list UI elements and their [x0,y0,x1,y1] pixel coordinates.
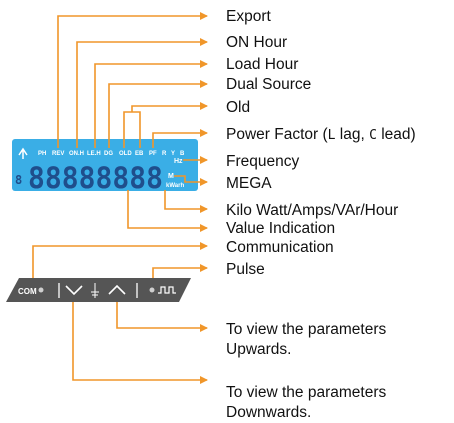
com-label: COM [18,287,37,296]
lcd-indicator-eb: EB [135,151,144,157]
lcd-sign-digit: 8 [15,173,22,187]
label-dual-source: Dual Source [226,76,311,93]
up-button[interactable] [108,284,126,295]
pulse-wave-icon [158,286,176,294]
lcd-indicator-ph: PH [38,151,46,157]
label-upwards-line1: To view the parameters [226,321,386,338]
lcd-hz-unit: Hz [174,158,183,165]
pf-lead: lead) [377,126,416,143]
keypad-panel [6,278,191,302]
label-upwards-line2: Upwards. [226,341,291,358]
chevron-up-icon [108,284,126,295]
lcd-kwarh-unit: kWarh [166,183,184,189]
label-frequency: Frequency [226,153,299,170]
pf-lag: lag, [335,126,369,143]
pf-prefix: Power Factor ( [226,126,328,143]
label-kilo: Kilo Watt/Amps/VAr/Hour [226,202,398,219]
com-led-icon [38,287,44,293]
lcd-indicator-rev: REV [52,151,64,157]
lcd-indicator-dg: DG [104,151,113,157]
lcd-indicator-r: R [162,151,167,157]
label-downwards-line1: To view the parameters [226,384,386,401]
label-load-hour: Load Hour [226,56,298,73]
lcd-digits: 88888888 [28,161,163,195]
down-button[interactable] [65,285,83,296]
lcd-indicator-y: Y [171,151,175,157]
pf-lead-glyph: C [369,128,377,143]
chevron-down-icon [65,285,83,296]
lcd-mega-unit: M [168,173,174,180]
lcd-display [12,139,198,191]
lcd-indicator-old: OLD [119,151,132,157]
label-old: Old [226,99,250,116]
lcd-indicator-onh: ON.H [69,151,84,157]
lcd-indicator-b: B [180,151,185,157]
lcd-indicator-leh: LE.H [87,151,101,157]
lcd-indicator-pf: PF [149,151,157,157]
label-value-indication: Value Indication [226,220,335,237]
pulse-led-icon [149,287,155,293]
pf-lag-glyph: L [328,128,336,143]
label-power-factor: Power Factor (L lag, C lead) [226,126,416,143]
label-communication: Communication [226,239,334,256]
label-export: Export [226,8,271,25]
label-mega: MEGA [226,175,272,192]
label-downwards-line2: Downwards. [226,404,311,421]
label-pulse: Pulse [226,261,265,278]
label-on-hour: ON Hour [226,34,287,51]
leader-lines [32,12,208,384]
keypad-separator-icon [91,283,99,298]
phase-icon [18,147,28,159]
